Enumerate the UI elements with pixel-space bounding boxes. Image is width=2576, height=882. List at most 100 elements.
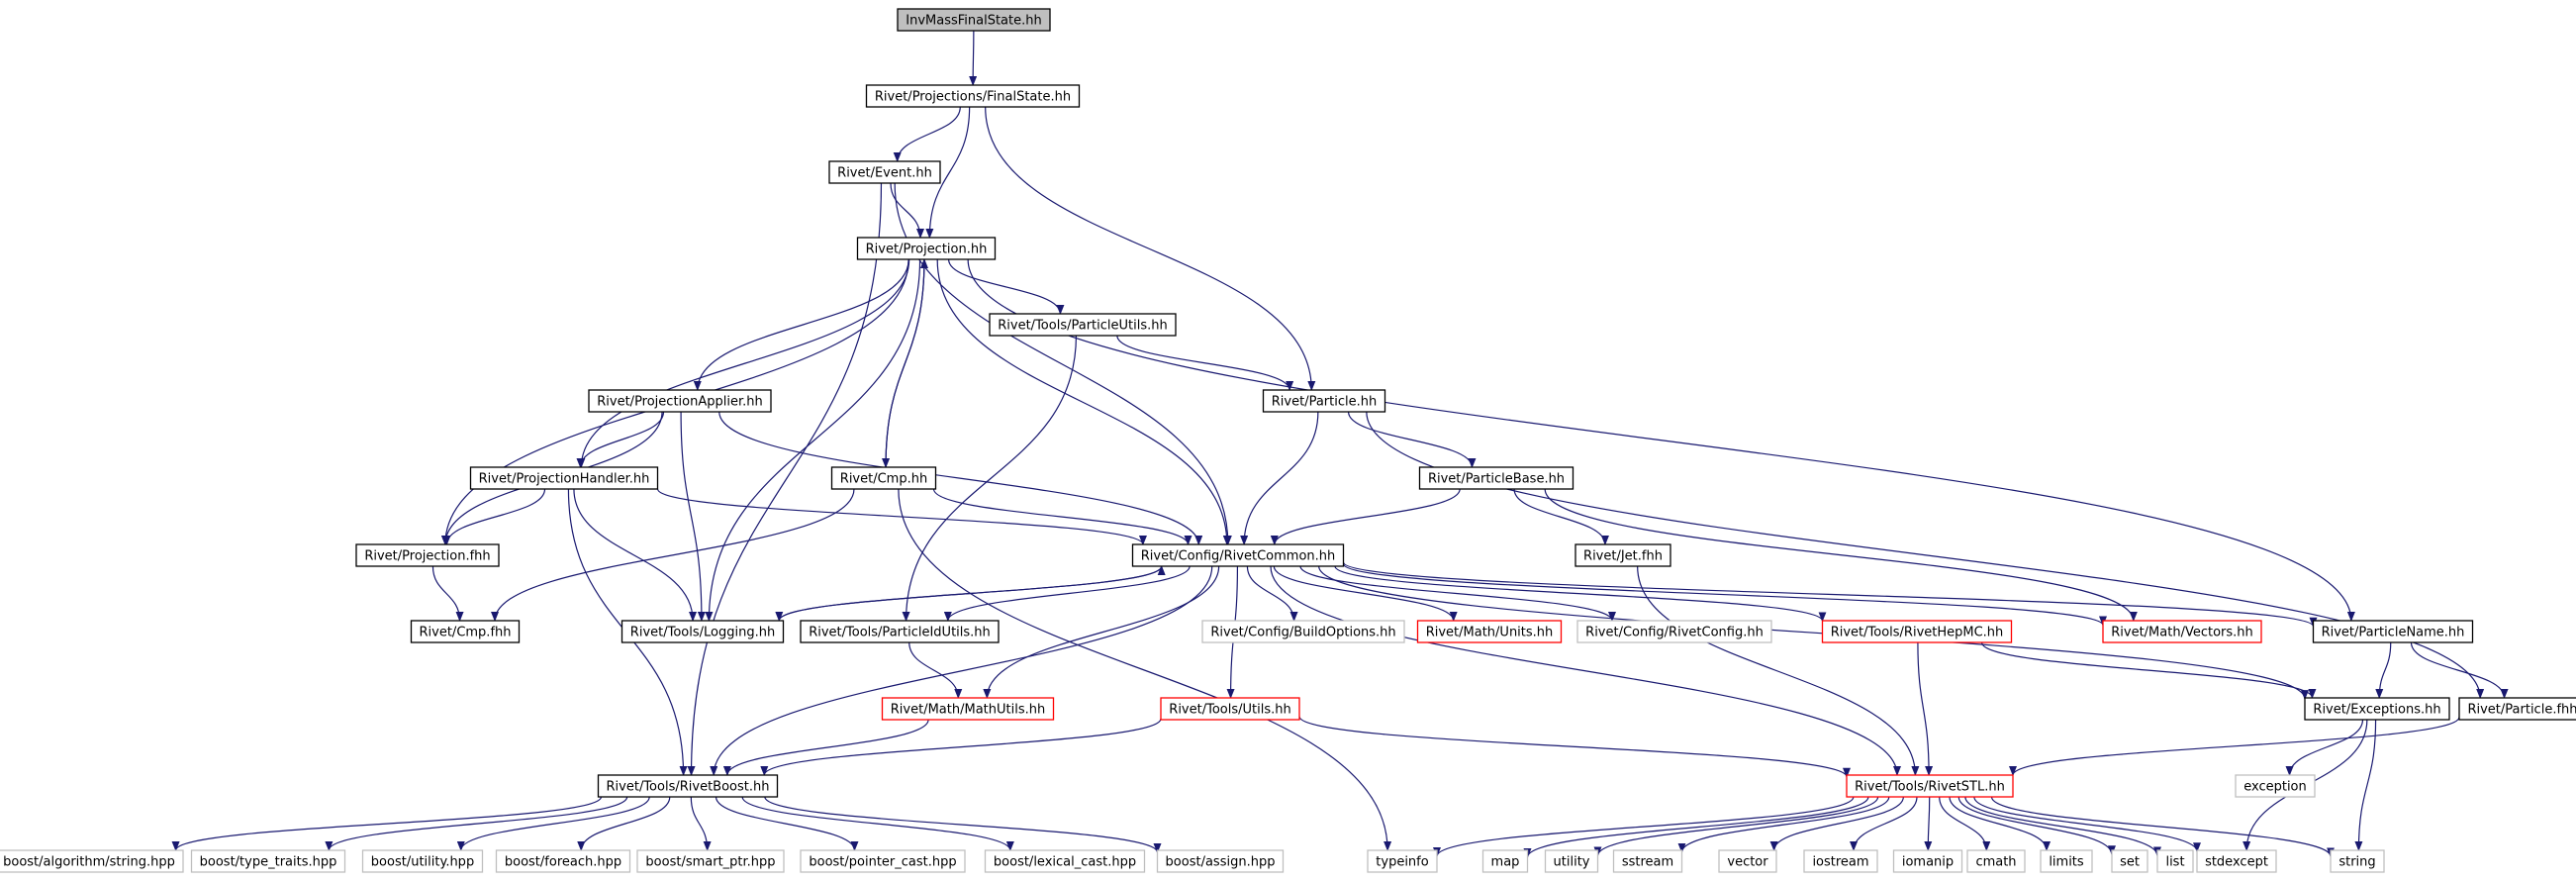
include-edge [885,258,928,468]
node-label: boost/foreach.hpp [505,855,621,870]
include-edge [693,258,909,391]
node-rivetcommon-hh[interactable]: Rivet/Config/RivetCommon.hh [1131,543,1345,567]
include-edge [710,565,1213,776]
node-stdexcept: stdexcept [2196,849,2277,873]
include-edge [983,565,1220,699]
node-label: Rivet/Config/RivetCommon.hh [1141,549,1336,564]
node-rivetstl-hh[interactable]: Rivet/Tools/RivetSTL.hh [1846,774,2014,798]
node-label: Rivet/Tools/RivetBoost.hh [607,780,770,795]
include-edge [764,796,1162,854]
node-label: Rivet/Tools/Logging.hh [630,626,775,640]
node-vector: vector [1718,849,1777,873]
node-particle-hh[interactable]: Rivet/Particle.hh [1262,389,1386,413]
include-edge [325,796,628,851]
node-boost-smart-ptr: boost/smart_ptr.hpp [636,849,785,873]
node-label: boost/pointer_cast.hpp [809,855,956,870]
include-edge [760,718,1162,776]
include-edge [1957,796,2116,856]
include-edge [1917,641,1934,776]
node-label: Rivet/Config/RivetConfig.hh [1585,626,1764,640]
include-edge [656,488,1147,545]
include-edge [1270,488,1461,545]
node-boost-algorithm-string: boost/algorithm/string.hpp [0,849,184,873]
include-edge [1939,796,1991,851]
node-jet-fhh[interactable]: Rivet/Jet.fhh [1574,543,1671,567]
node-typeinfo: typeinfo [1367,849,1438,873]
node-particlebase-hh[interactable]: Rivet/ParticleBase.hh [1418,466,1574,490]
include-edge [1342,563,2107,627]
node-label: Rivet/Exceptions.hh [2313,703,2440,718]
node-projection-fhh[interactable]: Rivet/Projection.fhh [355,543,500,567]
node-label: Rivet/Tools/ParticleIdUtils.hh [809,626,991,640]
node-label: cmath [1975,855,2016,870]
include-edge [687,182,883,776]
node-boost-assign: boost/assign.hpp [1156,849,1285,873]
node-label: Rivet/Tools/RivetHepMC.hh [1831,626,2004,640]
include-edge [893,106,961,162]
node-mathutils-hh[interactable]: Rivet/Math/MathUtils.hh [881,697,1055,721]
node-cmp-fhh[interactable]: Rivet/Cmp.fhh [410,620,521,643]
node-particleutils-hh[interactable]: Rivet/Tools/ParticleUtils.hh [989,313,1177,337]
node-vectors-hh[interactable]: Rivet/Math/Vectors.hh [2102,620,2262,643]
include-edge [947,258,1065,315]
node-label: Rivet/ProjectionApplier.hh [597,395,762,410]
include-edge [1298,716,1851,778]
node-projectionapplier-hh[interactable]: Rivet/ProjectionApplier.hh [588,389,772,413]
node-label: boost/lexical_cast.hpp [994,855,1136,870]
node-label: Rivet/ParticleName.hh [2322,626,2465,640]
node-map: map [1481,849,1529,873]
node-label: Rivet/Cmp.fhh [420,626,512,640]
node-label: Rivet/Tools/Utils.hh [1169,703,1290,718]
node-cmp-hh[interactable]: Rivet/Cmp.hh [830,466,937,490]
node-label: string [2338,855,2375,870]
include-edge [1347,411,1477,468]
include-edge [1513,488,1609,545]
include-edge [2375,641,2392,699]
node-label: set [2120,855,2140,870]
node-label: vector [1727,855,1768,870]
include-edge [1593,796,1879,857]
node-projections-finalstate-hh[interactable]: Rivet/Projections/FinalState.hh [865,84,1081,108]
node-label: list [2165,855,2184,870]
node-rivethepmc-hh[interactable]: Rivet/Tools/RivetHepMC.hh [1821,620,2013,643]
node-string: string [2330,849,2385,873]
nodes-layer: InvMassFinalState.hh Rivet/Projections/F… [0,8,2576,873]
node-particleidutils-hh[interactable]: Rivet/Tools/ParticleIdUtils.hh [800,620,1000,643]
include-edge [690,796,712,851]
node-label: boost/smart_ptr.hpp [645,855,775,870]
node-label: Rivet/Math/MathUtils.hh [891,703,1045,718]
node-label: InvMassFinalState.hh [906,14,1041,29]
include-edge [705,258,921,622]
node-list: list [2156,849,2194,873]
node-label: Rivet/ProjectionHandler.hh [479,472,650,487]
node-projection-hh[interactable]: Rivet/Projection.hh [856,237,997,260]
node-rivetboost-hh[interactable]: Rivet/Tools/RivetBoost.hh [597,774,779,798]
node-utils-hh[interactable]: Rivet/Tools/Utils.hh [1160,697,1300,721]
include-edge [573,488,698,622]
node-logging-hh[interactable]: Rivet/Tools/Logging.hh [620,620,785,643]
include-edge [491,488,855,622]
node-exceptions-hh[interactable]: Rivet/Exceptions.hh [2304,697,2450,721]
node-units-hh[interactable]: Rivet/Math/Units.hh [1416,620,1563,643]
include-edge [1342,561,2318,628]
include-edge [925,106,971,239]
node-projectionhandler-hh[interactable]: Rivet/ProjectionHandler.hh [469,466,659,490]
node-particlename-hh[interactable]: Rivet/ParticleName.hh [2312,620,2474,643]
include-edge [1637,565,1920,776]
include-edge [715,796,859,851]
node-label: Rivet/Math/Vectors.hh [2111,626,2253,640]
include-edge [1246,565,1298,622]
include-edge [1334,565,1827,623]
include-edge [1116,335,1294,391]
node-label: iomanip [1902,855,1954,870]
include-edge [778,565,1166,622]
node-iomanip: iomanip [1892,849,1963,873]
node-particle-fhh[interactable]: Rivet/Particle.fhh [2458,697,2576,721]
node-event-hh[interactable]: Rivet/Event.hh [828,160,941,184]
include-edge [1980,641,2317,699]
include-edge [1924,796,1933,851]
include-edge [1523,796,1869,859]
include-edge [1240,411,1319,545]
node-invmassfinalstate-hh[interactable]: InvMassFinalState.hh [897,8,1051,32]
include-edge [1769,796,1904,851]
